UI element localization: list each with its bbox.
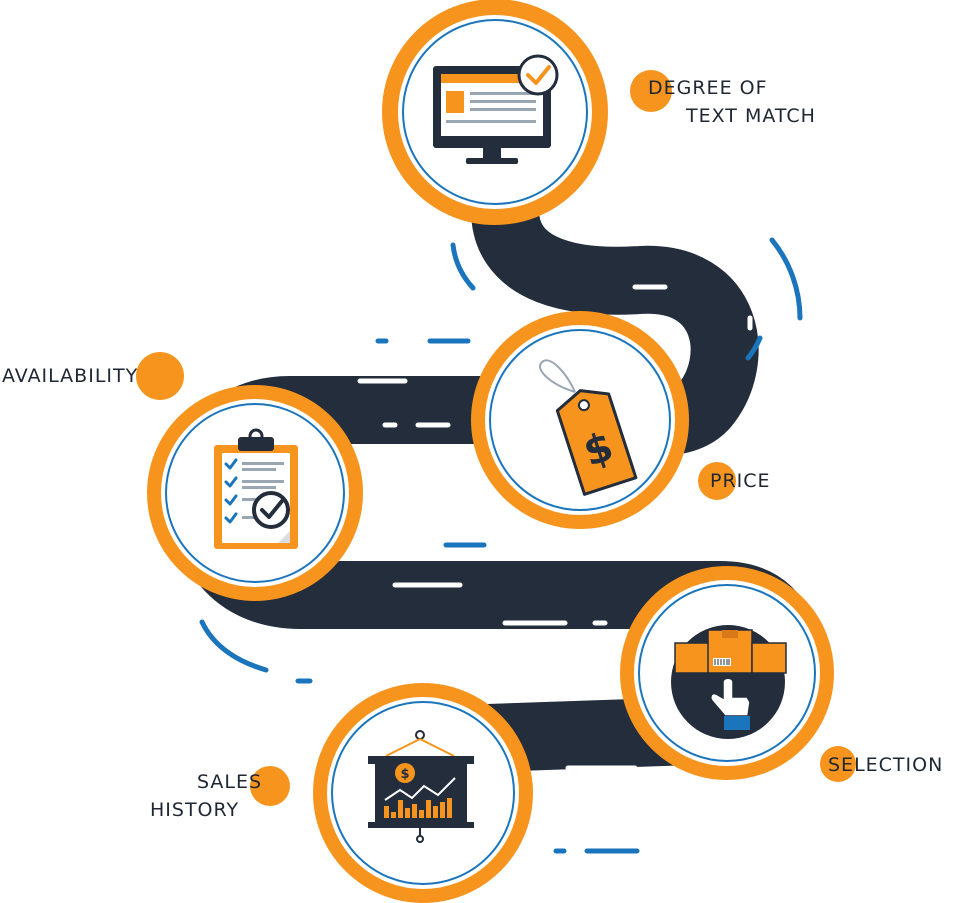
label-sales-history: SALES HISTORY [150,768,262,824]
stage-circle-price: $ [471,311,689,529]
label-dot-availability [136,352,184,400]
svg-text:$: $ [400,767,409,782]
label-selection: SELECTION [828,751,943,779]
stage-circle-sales-history: $ [313,683,533,903]
clipboard-checklist-icon [214,428,298,549]
monitor-checkmark-icon [433,54,559,164]
label-line-1: DEGREE OF [648,77,768,99]
label-line-2: TEXT MATCH [686,105,816,127]
label-dot-sales-history [250,766,290,806]
label-dot-price [698,462,736,500]
stage-circle-availability [147,385,363,601]
label-degree-of-text-match: DEGREE OF TEXT MATCH [648,74,816,130]
label-line-1: PRICE [710,470,771,492]
price-tag-dollar-icon: $ [539,359,638,496]
label-dot-selection [820,746,856,782]
label-price: PRICE [710,467,771,495]
label-line-2: HISTORY [150,799,240,821]
blue-accent-lines [199,237,803,854]
label-line-1: AVAILABILITY [2,365,139,387]
sales-chart-board-icon: $ [368,730,474,843]
stage-circle-selection [620,566,834,780]
hand-selecting-boxes-icon [671,625,787,739]
stage-circle-degree-of-text-match [382,0,608,225]
label-availability: AVAILABILITY [2,362,138,390]
road-lane-markings [357,237,753,808]
label-dot-degree-of-text-match [630,70,672,112]
label-line-1: SALES [197,771,263,793]
label-line-1: SELECTION [828,754,944,776]
